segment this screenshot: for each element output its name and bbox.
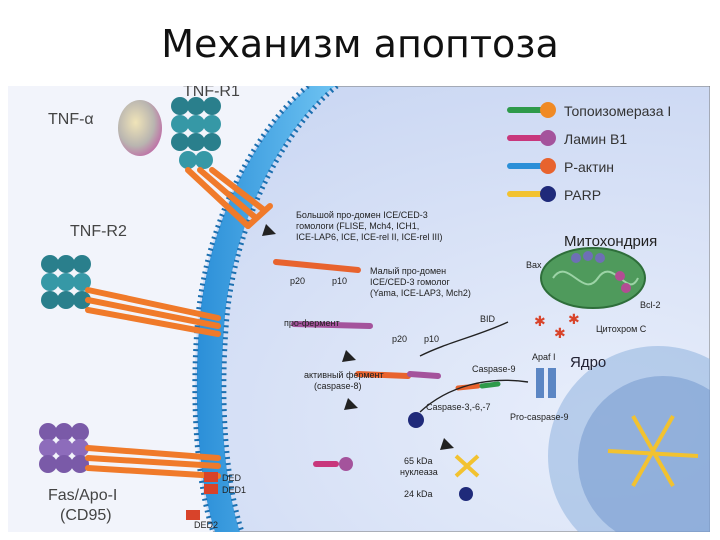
ded1-box [204, 484, 218, 494]
active-enzyme-1: активный фермент [304, 370, 384, 380]
cytc-label: Цитохром С [596, 324, 647, 334]
nucleus-title: Ядро [570, 354, 606, 371]
svg-text:✱: ✱ [568, 311, 580, 327]
bax-label: Bax [526, 260, 542, 270]
substrate-ball [339, 457, 353, 471]
bcl2-label: Bcl-2 [640, 300, 661, 310]
tnf-r1-label: TNF-R1 [183, 86, 240, 100]
apoptosis-diagram: Ядро TNF-α TNF-R1 TNF-R2 Fas/Apo-I (CD95… [8, 86, 710, 532]
caspase-8-ball [408, 412, 424, 428]
small-domain-3: (Yama, ICE-LAP3, Mch2) [370, 288, 471, 298]
ded2-label: DED2 [194, 520, 218, 530]
nuclease-label-2: нуклеаза [400, 467, 438, 477]
legend-label-lamin: Ламин B1 [564, 131, 627, 147]
proenzyme-label: про-фермент [284, 318, 340, 328]
procasp9-label: Pro-caspase-9 [510, 412, 569, 422]
tnf-alpha-label: TNF-α [48, 111, 94, 128]
ded1-label: DED1 [222, 485, 246, 495]
ded-label: DED [222, 473, 242, 483]
legend-label-topo: Топоизомераза I [564, 103, 671, 119]
active-enzyme-2: (caspase-8) [314, 381, 362, 391]
tnf-r2-receptor [41, 255, 91, 309]
casp367-label: Caspase-3,-6,-7 [426, 402, 491, 412]
p20-label-1: p20 [290, 276, 305, 286]
large-domain-3: ICE-LAP6, ICE, ICE-rel II, ICE-rel III) [296, 232, 443, 242]
ded-box [204, 472, 218, 482]
kda24-label: 24 kDa [404, 489, 433, 499]
mito-title: Митохондрия [564, 233, 657, 250]
p10-label-1: p10 [332, 276, 347, 286]
tnf-alpha-ligand [118, 100, 162, 156]
slide-title: Механизм апоптоза [0, 22, 720, 66]
mitochondrion [541, 248, 645, 308]
large-domain-1: Большой про-домен ICE/CED-3 [296, 210, 428, 220]
apaf-label: Apaf I [532, 352, 556, 362]
nuclease-label-1: 65 kDa [404, 456, 433, 466]
legend-label-parp: PARP [564, 187, 601, 203]
bid-label: BID [480, 314, 496, 324]
p10-label-2: p10 [424, 334, 439, 344]
large-domain-2: гомологи (FLISE, Mch4, ICH1, [296, 221, 419, 231]
kda24-ball [459, 487, 473, 501]
legend-label-actin: Р-актин [564, 159, 614, 175]
small-domain-2: ICE/CED-3 гомолог [370, 277, 450, 287]
svg-text:✱: ✱ [534, 313, 546, 329]
p20-label-2: p20 [392, 334, 407, 344]
casp9-label: Caspase-9 [472, 364, 516, 374]
fas-label-line1: Fas/Apo-I [48, 487, 117, 504]
svg-text:✱: ✱ [554, 325, 566, 341]
ded2-box [186, 510, 200, 520]
fas-label-line2: (CD95) [60, 507, 112, 524]
tnf-r2-label: TNF-R2 [70, 223, 127, 240]
small-domain-1: Малый про-домен [370, 266, 446, 276]
fas-receptor [39, 423, 89, 473]
